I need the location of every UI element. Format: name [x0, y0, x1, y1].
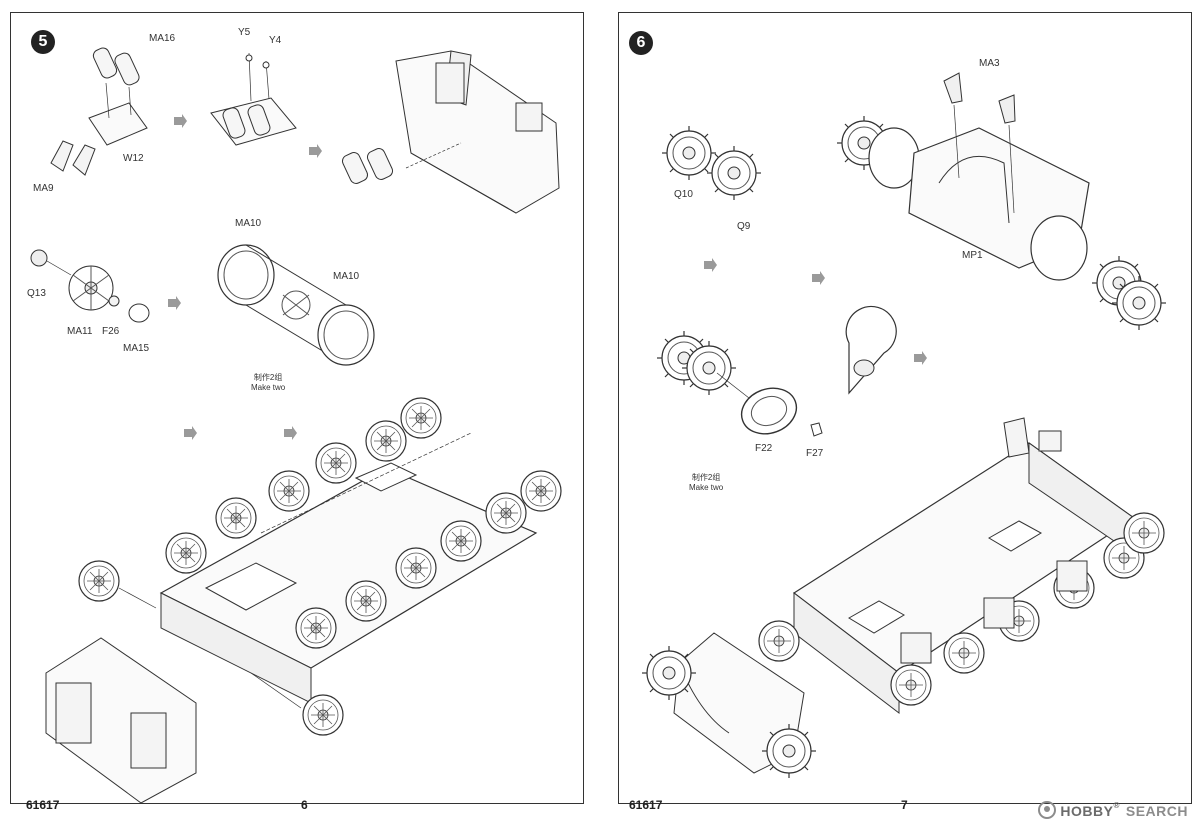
hobbysearch-logo-icon [1038, 801, 1057, 819]
hobbysearch-watermark: HOBBY® SEARCH [1038, 801, 1188, 819]
hull-rear-assembly [341, 50, 560, 214]
part-label-y4: Y4 [269, 35, 282, 46]
part-label-f26: F26 [102, 326, 120, 337]
part-label-ma11: MA11 [67, 326, 93, 337]
cement-marker-icon [845, 305, 897, 395]
part-label-mp1: MP1 [962, 250, 983, 261]
part-label-ma9: MA9 [33, 183, 54, 194]
product-code: 61617 [629, 798, 663, 812]
hull-chassis-step6 [641, 417, 1165, 779]
final-drive-housing [836, 72, 1167, 331]
step-number-badge: 6 [629, 31, 653, 55]
part-label-ma15: MA15 [123, 343, 150, 354]
part-label-f27: F27 [806, 448, 824, 459]
step5-illustration [30, 47, 562, 803]
page-number: 7 [901, 798, 908, 812]
page-number: 6 [301, 798, 308, 812]
hull-chassis-with-wheels [45, 397, 562, 803]
product-code: 61617 [26, 798, 60, 812]
instruction-page-right: 6 MA3 Q10 Q9 MP1 F22 F27 制作2组 Make two 6… [618, 12, 1192, 812]
make-two-note: 制作2组 Make two [689, 473, 723, 493]
part-label-w12: W12 [123, 153, 144, 164]
part-label-ma16: MA16 [149, 33, 176, 44]
road-wheel-pair-assembly [217, 244, 375, 366]
sprocket-hub-assembly [656, 330, 823, 437]
spring-bracket-with-bolts [210, 52, 297, 146]
part-label-y5: Y5 [238, 27, 251, 38]
make-two-english: Make two [689, 483, 724, 492]
make-two-note: 制作2组 Make two [251, 373, 285, 393]
make-two-chinese: 制作2组 [253, 373, 283, 382]
instruction-page-left: 5 MA16 Y5 Y4 W12 MA9 MA10 MA10 Q13 MA11 … [10, 12, 584, 812]
spring-bracket-assembly [50, 47, 148, 176]
bogie-wheel-parts [30, 249, 150, 323]
step-number-badge: 5 [31, 30, 55, 54]
make-two-chinese: 制作2组 [691, 473, 721, 482]
part-label-ma10-right: MA10 [333, 271, 360, 282]
part-label-q10: Q10 [674, 189, 693, 200]
watermark-brand: HOBBY [1060, 803, 1114, 819]
part-label-q13: Q13 [27, 288, 46, 299]
part-label-ma3: MA3 [979, 58, 1000, 69]
watermark-suffix: SEARCH [1125, 803, 1188, 819]
step6-illustration [641, 72, 1167, 779]
registered-mark: ® [1113, 801, 1120, 810]
part-label-q9: Q9 [737, 221, 751, 232]
part-label-f22: F22 [755, 443, 773, 454]
part-label-ma10-top: MA10 [235, 218, 262, 229]
make-two-english: Make two [251, 383, 286, 392]
